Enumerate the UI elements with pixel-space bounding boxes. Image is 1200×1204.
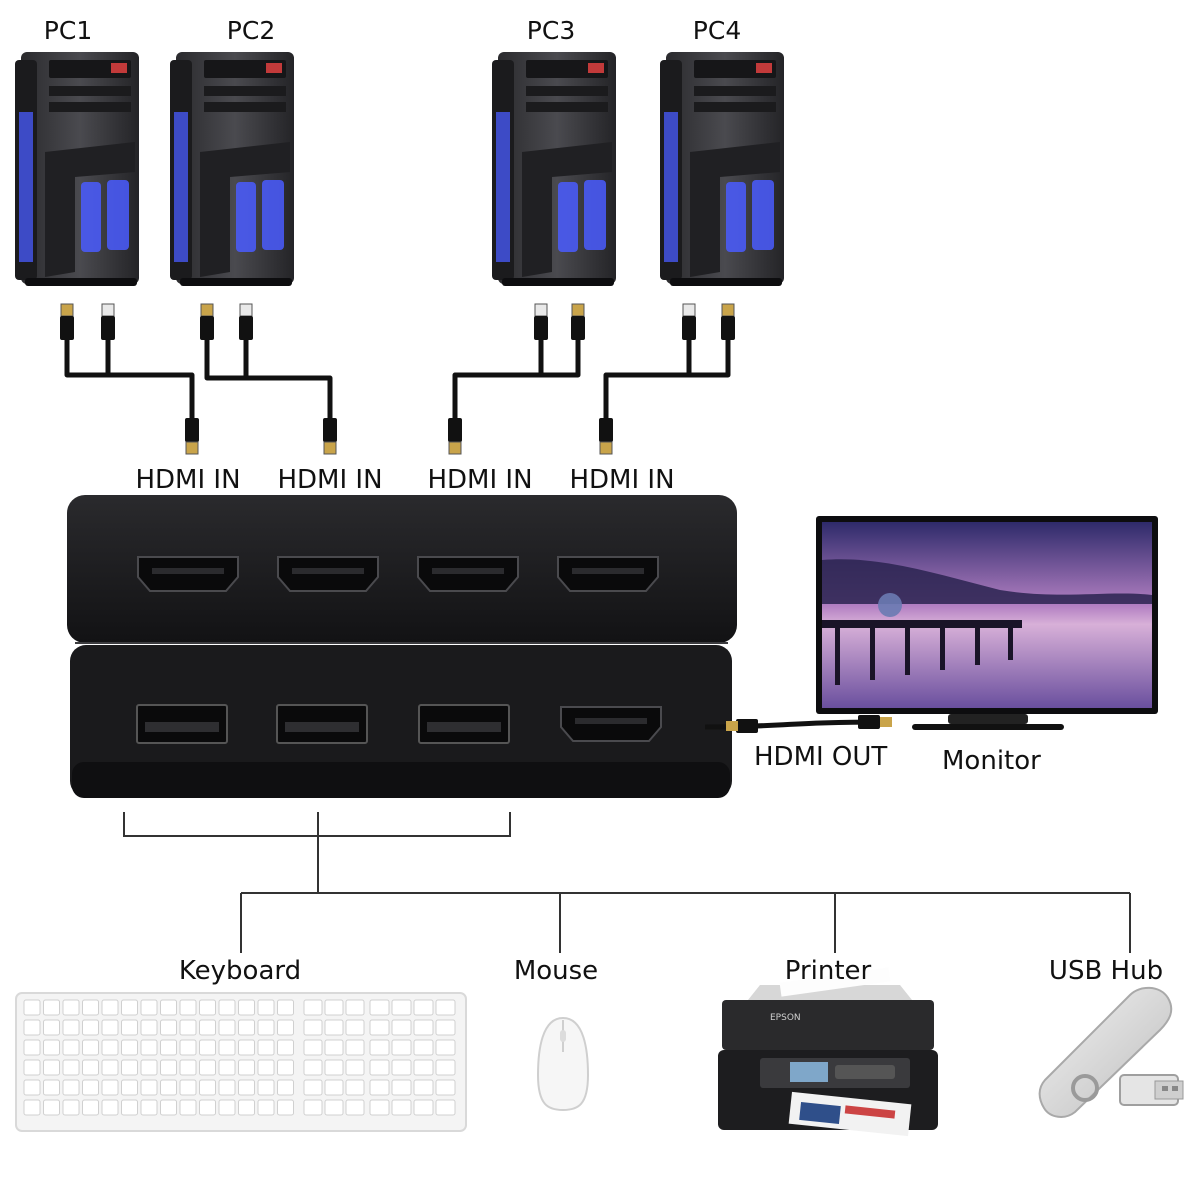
pc-label-4: PC4	[692, 16, 742, 45]
monitor-stand	[948, 714, 1028, 724]
pc-tower-icon-4	[660, 52, 784, 286]
pc-plug-1	[60, 303, 74, 340]
device-label-printer: Printer	[784, 956, 872, 986]
hdmi-in-port-4	[557, 556, 659, 592]
pc-plug-3	[200, 303, 214, 340]
hdmi-in-label-2: HDMI IN	[277, 465, 383, 495]
hdmi-out-label: HDMI OUT	[754, 742, 888, 772]
pc-tower-icon-1	[15, 52, 139, 286]
hdmi-plug-in-2	[323, 418, 337, 455]
monitor-label: Monitor	[942, 746, 1041, 776]
keyboard-icon	[15, 992, 467, 1132]
device-label-keyboard: Keyboard	[178, 956, 302, 986]
hdmi-plug-in-3	[448, 418, 462, 455]
hdmi-in-label-3: HDMI IN	[427, 465, 533, 495]
hdmi-out-cable	[704, 715, 892, 733]
mouse-icon	[536, 1016, 590, 1112]
cable-pc3	[452, 335, 581, 425]
usb-port-2	[276, 704, 368, 744]
pc-plug-2	[101, 303, 115, 340]
printer-brand: EPSON	[770, 1013, 801, 1023]
cable-pc4	[603, 335, 731, 425]
pc-label-1: PC1	[43, 16, 93, 45]
usb-port-3	[418, 704, 510, 744]
cable-pc1	[64, 335, 195, 425]
pc-tower-icon-2	[170, 52, 294, 286]
hdmi-out-port	[560, 706, 662, 742]
kvm-switch	[67, 495, 737, 798]
hdmi-plug-in-1	[185, 418, 199, 455]
pc-label-3: PC3	[526, 16, 576, 45]
switch-upper-body	[67, 495, 737, 643]
usb-distribution-lines	[123, 812, 1131, 953]
pc-label-2: PC2	[226, 16, 276, 45]
pc-cables	[64, 335, 731, 425]
pc-plug-7	[682, 303, 696, 340]
pc-plug-5	[534, 303, 548, 340]
printer-icon: EPSON	[718, 967, 938, 1137]
hdmi-in-port-3	[417, 556, 519, 592]
hdmi-in-port-2	[277, 556, 379, 592]
device-label-usb-hub: USB Hub	[1048, 956, 1164, 986]
pc-tower-icon-3	[492, 52, 616, 286]
switch-lower-body	[70, 645, 732, 797]
monitor	[816, 516, 1158, 730]
hdmi-in-label-1: HDMI IN	[135, 465, 241, 495]
hdmi-in-label-4: HDMI IN	[569, 465, 675, 495]
monitor-screen	[822, 522, 1152, 708]
hdmi-in-port-1	[137, 556, 239, 592]
switch-base-strip	[72, 762, 730, 798]
pc-plug-8	[721, 303, 735, 340]
usb-port-1	[136, 704, 228, 744]
usb-drive-icon	[1038, 986, 1184, 1118]
pc-plug-6	[571, 303, 585, 340]
pc-plug-4	[239, 303, 253, 340]
cable-pc2	[204, 335, 333, 425]
hdmi-plug-in-4	[599, 418, 613, 455]
device-label-mouse: Mouse	[513, 956, 599, 986]
